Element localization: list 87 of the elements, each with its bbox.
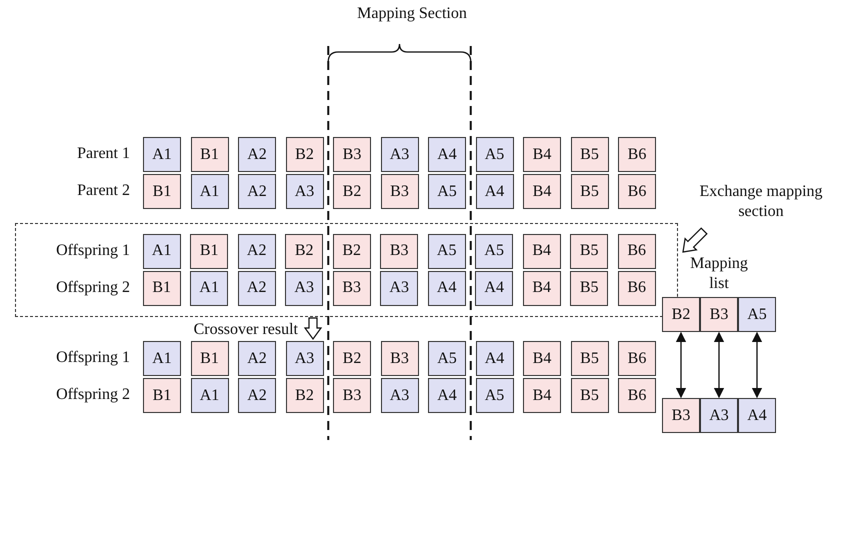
- gene-cell: A4: [738, 398, 776, 433]
- gene-cell: B3: [333, 137, 371, 172]
- gene-cell: B2: [286, 137, 324, 172]
- gene-cell: B6: [618, 378, 656, 413]
- double-arrow: [714, 332, 724, 398]
- gene-cell: A5: [476, 378, 514, 413]
- gene-cell: B6: [618, 341, 656, 376]
- text-label: Offspring 1: [55, 241, 130, 261]
- gene-cell: B4: [523, 174, 561, 209]
- gene-cell: A4: [428, 137, 466, 172]
- gene-cell: A1: [143, 341, 181, 376]
- gene-cell: A5: [428, 341, 466, 376]
- gene-cell: A4: [475, 270, 514, 306]
- gene-cell: A3: [380, 378, 418, 413]
- double-arrow: [752, 332, 762, 398]
- gene-cell: B3: [332, 270, 371, 306]
- gene-cell: B2: [286, 378, 324, 413]
- gene-cell: B3: [333, 378, 371, 413]
- gene-cell: B4: [523, 341, 561, 376]
- gene-cell: A1: [143, 137, 181, 172]
- gene-cell: B2: [333, 174, 371, 209]
- gene-cell: B1: [190, 341, 228, 376]
- gene-cell: A3: [286, 174, 324, 209]
- gene-cell: A1: [142, 234, 181, 269]
- gene-cell: A3: [285, 270, 324, 306]
- gene-cell: B6: [618, 174, 656, 209]
- gene-cell: B3: [700, 297, 738, 332]
- gene-cell: B2: [333, 341, 371, 376]
- text-label: Offspring 2: [55, 385, 130, 405]
- gene-cell: A3: [380, 137, 418, 172]
- gene-cell: A3: [380, 270, 418, 306]
- text-label: Exchange mapping section: [698, 182, 824, 222]
- gene-cell: A2: [238, 341, 276, 376]
- gene-cell: A5: [476, 137, 514, 172]
- text-label: Mapping Section: [356, 4, 468, 24]
- text-label: Parent 1: [76, 144, 130, 164]
- gene-cell: A3: [286, 341, 324, 376]
- text-label: Offspring 1: [55, 348, 130, 368]
- gene-cell: A1: [190, 378, 228, 413]
- gene-cell: B3: [380, 174, 418, 209]
- gene-cell: A5: [428, 234, 466, 269]
- gene-cell: B4: [523, 378, 561, 413]
- gene-cell: B1: [143, 378, 181, 413]
- gene-cell: A4: [476, 174, 514, 209]
- gene-cell: A5: [738, 297, 776, 332]
- gene-cell: B4: [522, 234, 561, 269]
- gene-cell: B5: [570, 137, 608, 172]
- gene-cell: B6: [618, 234, 656, 269]
- block-arrow: [682, 227, 708, 253]
- gene-cell: B1: [190, 234, 228, 269]
- gene-cell: B5: [570, 234, 608, 269]
- gene-cell: A2: [238, 378, 276, 413]
- gene-cell: B2: [285, 234, 324, 269]
- gene-cell: A5: [428, 174, 466, 209]
- gene-cell: A2: [238, 174, 276, 209]
- gene-cell: B5: [570, 378, 608, 413]
- gene-cell: B1: [143, 174, 181, 209]
- gene-cell: A1: [190, 270, 228, 306]
- text-label: Offspring 2: [55, 278, 130, 298]
- double-arrow: [676, 332, 686, 398]
- gene-cell: A4: [428, 378, 466, 413]
- gene-cell: B6: [618, 137, 656, 172]
- gene-cell: B1: [190, 137, 228, 172]
- gene-cell: B4: [523, 137, 561, 172]
- gene-cell: A2: [238, 234, 276, 269]
- gene-cell: A3: [700, 398, 738, 433]
- gene-cell: B5: [570, 174, 608, 209]
- gene-cell: A1: [190, 174, 228, 209]
- gene-cell: A4: [428, 270, 466, 306]
- gene-cell: B2: [332, 234, 371, 269]
- gene-cell: B3: [380, 341, 418, 376]
- gene-cell: B2: [662, 297, 700, 332]
- gene-cell: B1: [142, 270, 181, 306]
- gene-cell: A2: [238, 137, 276, 172]
- gene-cell: B3: [662, 398, 700, 433]
- gene-cell: A5: [475, 234, 514, 269]
- gene-cell: B6: [618, 270, 656, 306]
- text-label: Crossover result: [192, 320, 298, 340]
- gene-cell: B4: [522, 270, 561, 306]
- gene-cell: B3: [380, 234, 418, 269]
- text-label: Mapping list: [689, 254, 749, 294]
- text-label: Parent 2: [76, 181, 130, 201]
- block-arrow: [304, 317, 322, 340]
- gene-cell: A2: [238, 270, 276, 306]
- gene-cell: B5: [570, 341, 608, 376]
- gene-cell: B5: [570, 270, 608, 306]
- gene-cell: A4: [476, 341, 514, 376]
